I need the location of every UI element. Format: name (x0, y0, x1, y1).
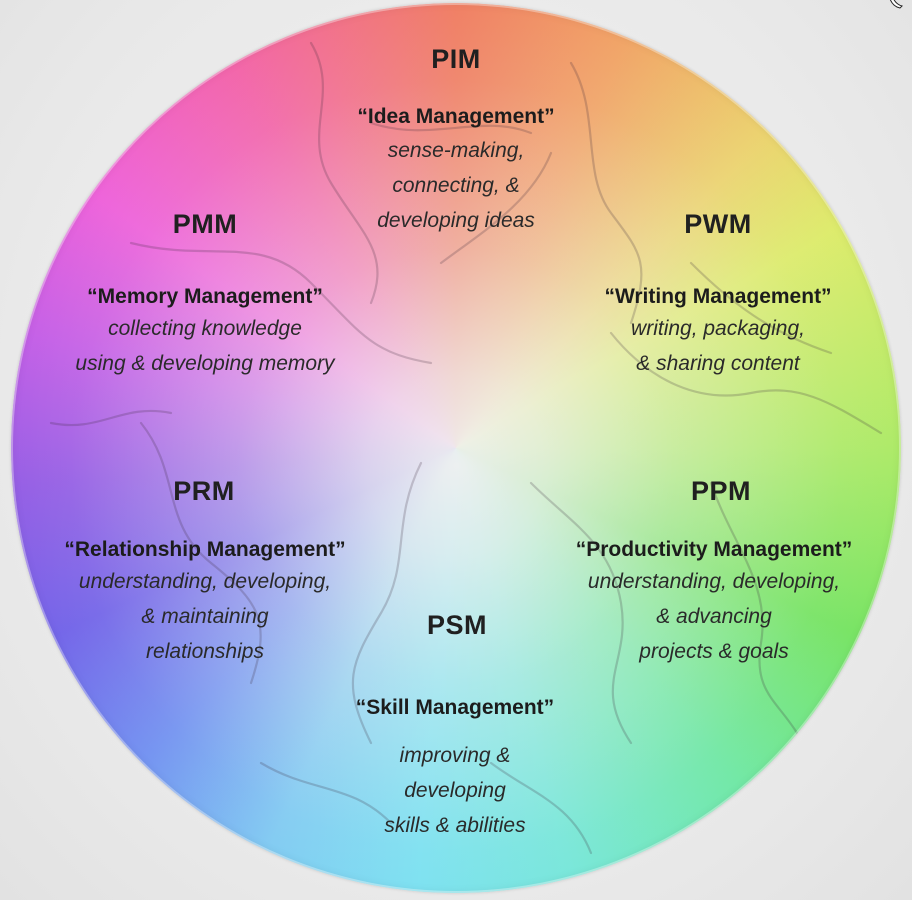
segment-prm: “Relationship Management” understanding,… (25, 538, 385, 669)
hand-cursor-icon (889, 0, 903, 9)
description-line: & advancing (656, 605, 772, 628)
segment-ppm: “Productivity Management” understanding,… (538, 538, 890, 669)
segment-pmm: “Memory Management” collecting knowledge… (30, 285, 380, 381)
segment-title: “Productivity Management” (575, 538, 853, 561)
segment-description: improving & developing skills & abilitie… (280, 738, 630, 843)
segment-psm: “Skill Management” improving & developin… (280, 696, 630, 843)
description-line: developing (404, 779, 506, 802)
description-line: understanding, developing, (587, 570, 841, 593)
description-line: writing, packaging, (631, 317, 805, 340)
segment-title: “Memory Management” (87, 285, 323, 308)
segment-pwm: “Writing Management” writing, packaging,… (548, 285, 888, 381)
description-line: using & developing memory (75, 352, 335, 375)
description-line: connecting, & (392, 174, 520, 197)
segment-code-prm: PRM (173, 476, 235, 506)
description-line: skills & abilities (384, 814, 526, 837)
description-line: improving & (399, 744, 511, 767)
segment-description: understanding, developing, & advancing p… (538, 564, 890, 669)
segment-code-pwm: PWM (684, 209, 752, 239)
segment-description: understanding, developing, & maintaining… (25, 564, 385, 669)
description-line: relationships (146, 640, 264, 663)
segment-code-psm: PSM (426, 610, 487, 640)
center-highlight (11, 3, 901, 893)
description-line: sense-making, (387, 139, 525, 162)
segment-title: “Skill Management” (355, 696, 555, 719)
description-line: collecting knowledge (108, 317, 302, 340)
segment-title: “Relationship Management” (64, 538, 346, 561)
description-line: & maintaining (141, 605, 269, 628)
description-line: developing ideas (377, 209, 535, 232)
segment-description: collecting knowledge using & developing … (30, 311, 380, 381)
description-line: understanding, developing, (78, 570, 332, 593)
vein-texture (49, 41, 883, 855)
description-line: & sharing content (636, 352, 800, 375)
segment-description: sense-making, connecting, & developing i… (256, 133, 656, 238)
segment-code: PIM (431, 44, 481, 74)
segment-title: “Idea Management” (357, 105, 555, 128)
segment-description: writing, packaging, & sharing content (548, 311, 888, 381)
description-line: projects & goals (639, 640, 789, 663)
segment-title: “Writing Management” (604, 285, 832, 308)
segment-code-pmm: PMM (172, 209, 238, 239)
segment-pim: PIM “Idea Management” sense-making, conn… (256, 44, 656, 238)
color-wheel (11, 3, 901, 893)
segment-code-ppm: PPM (690, 476, 751, 506)
